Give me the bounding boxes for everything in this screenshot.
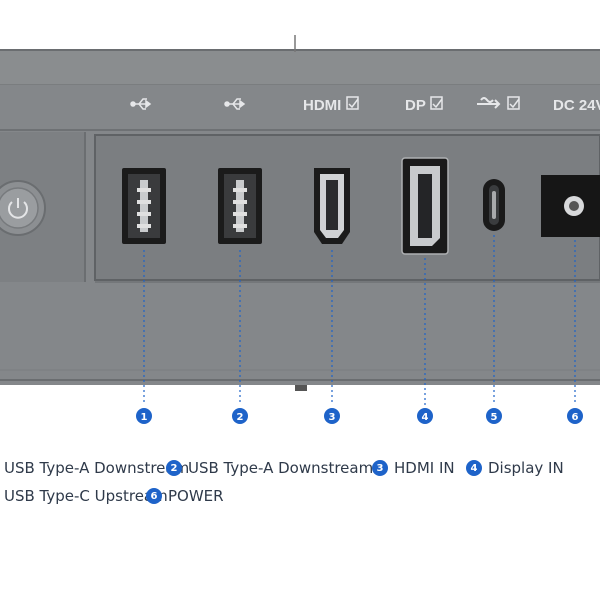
legend-text-3: HDMI IN — [394, 459, 455, 477]
svg-text:1: 1 — [141, 412, 148, 423]
usb-a-port-1 — [122, 168, 166, 244]
legend-badge-3: 3 — [372, 460, 388, 476]
hdmi-port — [314, 168, 350, 244]
legend-item-4: 4 Display IN — [466, 459, 564, 477]
power-icon — [8, 198, 28, 219]
svg-text:4: 4 — [422, 412, 429, 423]
legend-text-4: Display IN — [488, 459, 564, 477]
legend-item-1: 1 USB Type-A Downstream — [0, 459, 189, 477]
legend-item-2: 2 USB Type-A Downstream — [166, 459, 373, 477]
hdmi-label: HDMI — [303, 97, 341, 114]
callout-1: 1 — [136, 408, 152, 424]
legend-text-2: USB Type-A Downstream — [188, 459, 374, 477]
callout-5: 5 — [486, 408, 502, 424]
legend-badge-6: 6 — [146, 488, 162, 504]
legend-row-2: 5 USB Type-C Upstream 6 POWER — [0, 487, 600, 509]
legend-text-5: USB Type-C Upstream — [4, 487, 168, 505]
usb-a-port-2 — [218, 168, 262, 244]
callout-4: 4 — [417, 408, 433, 424]
svg-text:6: 6 — [572, 412, 579, 423]
legend-text-1: USB Type-A Downstream — [4, 459, 190, 477]
legend-item-3: 3 HDMI IN — [372, 459, 455, 477]
dc-label: DC 24V — [553, 97, 600, 114]
usb-c-label — [477, 96, 520, 110]
legend-row-1: 1 USB Type-A Downstream 2 USB Type-A Dow… — [0, 459, 600, 481]
legend-text-6: POWER — [168, 487, 224, 505]
legend-badge-4: 4 — [466, 460, 482, 476]
callout-2: 2 — [232, 408, 248, 424]
displayport-port — [401, 157, 449, 255]
usb-c-port — [483, 179, 505, 231]
callout-6: 6 — [567, 408, 583, 424]
svg-text:5: 5 — [491, 412, 498, 423]
dc-power-port — [541, 175, 600, 237]
legend-badge-2: 2 — [166, 460, 182, 476]
usb-label-1 — [130, 98, 152, 110]
callout-3: 3 — [324, 408, 340, 424]
power-button[interactable] — [0, 180, 46, 236]
dp-label: DP — [405, 97, 426, 114]
legend-item-5: 5 USB Type-C Upstream — [0, 487, 168, 505]
legend-item-6: 6 POWER — [146, 487, 224, 505]
svg-text:3: 3 — [329, 412, 336, 423]
usb-label-2 — [224, 98, 246, 110]
svg-text:2: 2 — [237, 412, 244, 423]
